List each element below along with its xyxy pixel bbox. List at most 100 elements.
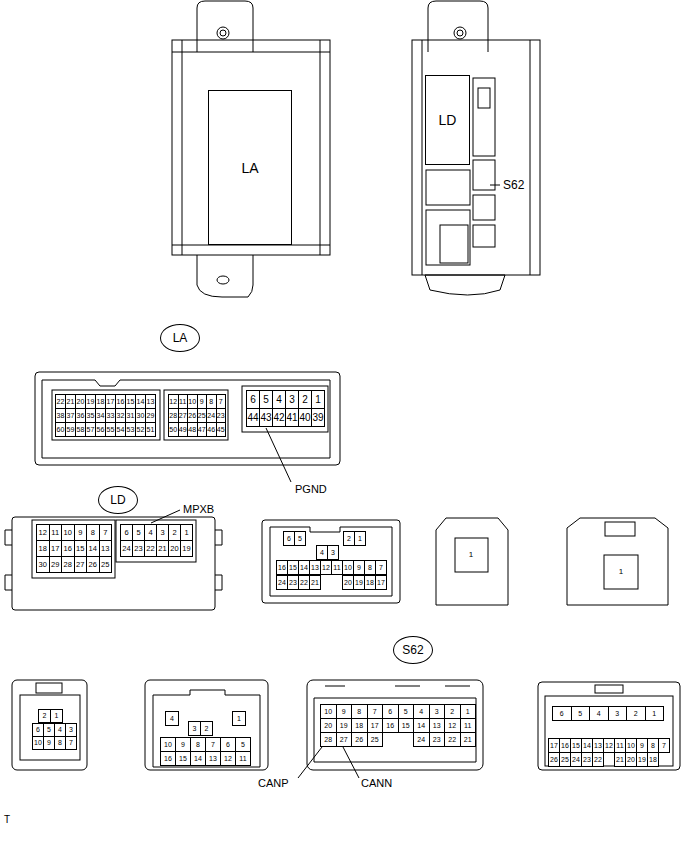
pin-number: 15 (175, 751, 191, 766)
pin-number: 12 (444, 718, 461, 733)
pin-number: 22 (444, 732, 461, 747)
pin-number: 17 (375, 575, 387, 590)
pin-number: 5 (571, 706, 591, 721)
connector-callout: S62 (393, 636, 433, 664)
pin-number: 41 (285, 408, 299, 427)
connector-code: LD (439, 112, 457, 128)
pin-number: 25 (367, 732, 384, 747)
signal-name: MPXB (183, 502, 214, 516)
pin-number: 17 (367, 718, 384, 733)
pin-number: 2 (626, 706, 646, 721)
pin-number: 6 (220, 737, 236, 752)
pin-number: 12 (36, 524, 50, 541)
pin-number: 21 (309, 575, 321, 590)
pin-number: 12 (220, 751, 236, 766)
pin-number: 17 (49, 540, 63, 557)
signal-name: CANN (361, 776, 392, 790)
pin-number: 42 (272, 408, 286, 427)
connector-callout: LA (160, 324, 200, 352)
pin-number: 7 (216, 394, 227, 409)
pin-number: 15 (74, 540, 88, 557)
pin-number: 3 (429, 704, 446, 719)
pin-number: 1 (354, 531, 366, 546)
pin-number: 3 (285, 390, 299, 409)
pin-number: 4 (589, 706, 609, 721)
pin-number: 18 (647, 752, 659, 767)
pin-number: 14 (190, 751, 206, 766)
pin-number: 1 (460, 704, 477, 719)
pin-number: 40 (298, 408, 312, 427)
pin-number: 43 (259, 408, 273, 427)
pin-number: 18 (36, 540, 50, 557)
pin-number: 22 (592, 752, 604, 767)
pin-number: 14 (86, 540, 100, 557)
pin-number: 13 (205, 751, 221, 766)
pin-number: 7 (99, 524, 113, 541)
pin-number: 15 (398, 718, 415, 733)
pin-number: 13 (429, 718, 446, 733)
pin-number: 23 (216, 408, 227, 423)
signal-name: PGND (295, 482, 327, 496)
pin-number: 7 (658, 738, 670, 753)
pin-number: 8 (190, 737, 206, 752)
pin-number: 20 (320, 718, 337, 733)
pin-number: 13 (145, 394, 156, 409)
pin-number: 28 (61, 556, 75, 573)
pin-number: 11 (460, 718, 477, 733)
pin-number: 26 (351, 732, 368, 747)
pin-number: 5 (259, 390, 273, 409)
pin-number: 11 (49, 524, 63, 541)
pin-number: 10 (61, 524, 75, 541)
connector-code: LD (110, 493, 125, 507)
connector-housing: LA (208, 90, 292, 245)
pin-number: 3 (65, 723, 77, 737)
connector-code: LA (173, 331, 188, 345)
connector-callout: LD (98, 486, 138, 514)
connector-code: LA (241, 160, 258, 176)
pin-number: 16 (61, 540, 75, 557)
pin-number: 5 (398, 704, 415, 719)
pin-number: 6 (246, 390, 260, 409)
pin-number: 4 (165, 711, 179, 726)
pin-number: 7 (65, 736, 77, 750)
pin-number: 3 (608, 706, 628, 721)
pin-number: 13 (99, 540, 113, 557)
pin-number: 16 (160, 751, 176, 766)
pin-number: 18 (351, 718, 368, 733)
pin-number: 2 (200, 721, 213, 736)
pin-number: 3 (327, 545, 339, 560)
pin-number: 29 (49, 556, 63, 573)
pin-number: 25 (99, 556, 113, 573)
pin-number: 1 (180, 524, 193, 541)
pin-number: 16 (382, 718, 399, 733)
pin-number: 21 (460, 732, 477, 747)
pin-number: 1 (462, 546, 480, 564)
callout-label: S62 (503, 178, 524, 192)
pin-number: 9 (74, 524, 88, 541)
pin-number: 11 (235, 751, 251, 766)
connector-housing: LD (425, 75, 470, 165)
pin-number: 6 (552, 706, 572, 721)
pin-number: 39 (311, 408, 325, 427)
pin-number: 5 (294, 531, 306, 546)
pin-number: 1 (612, 563, 630, 581)
pin-number: 1 (50, 709, 63, 723)
connector-code: S62 (402, 643, 423, 657)
pin-number: 27 (74, 556, 88, 573)
pin-number: 4 (272, 390, 286, 409)
pin-number: 1 (645, 706, 665, 721)
pin-number: 19 (336, 718, 353, 733)
pin-number: 9 (336, 704, 353, 719)
pin-number: 2 (298, 390, 312, 409)
pin-number: 5 (235, 737, 251, 752)
pin-number: 28 (320, 732, 337, 747)
pin-number: 9 (175, 737, 191, 752)
pin-number: 30 (36, 556, 50, 573)
pin-number: 23 (429, 732, 446, 747)
pin-number: 26 (86, 556, 100, 573)
pin-number: 44 (246, 408, 260, 427)
pin-number: 1 (232, 711, 246, 726)
pin-number: 24 (413, 732, 430, 747)
pin-number: 6 (382, 704, 399, 719)
pin-number: 45 (216, 422, 227, 437)
